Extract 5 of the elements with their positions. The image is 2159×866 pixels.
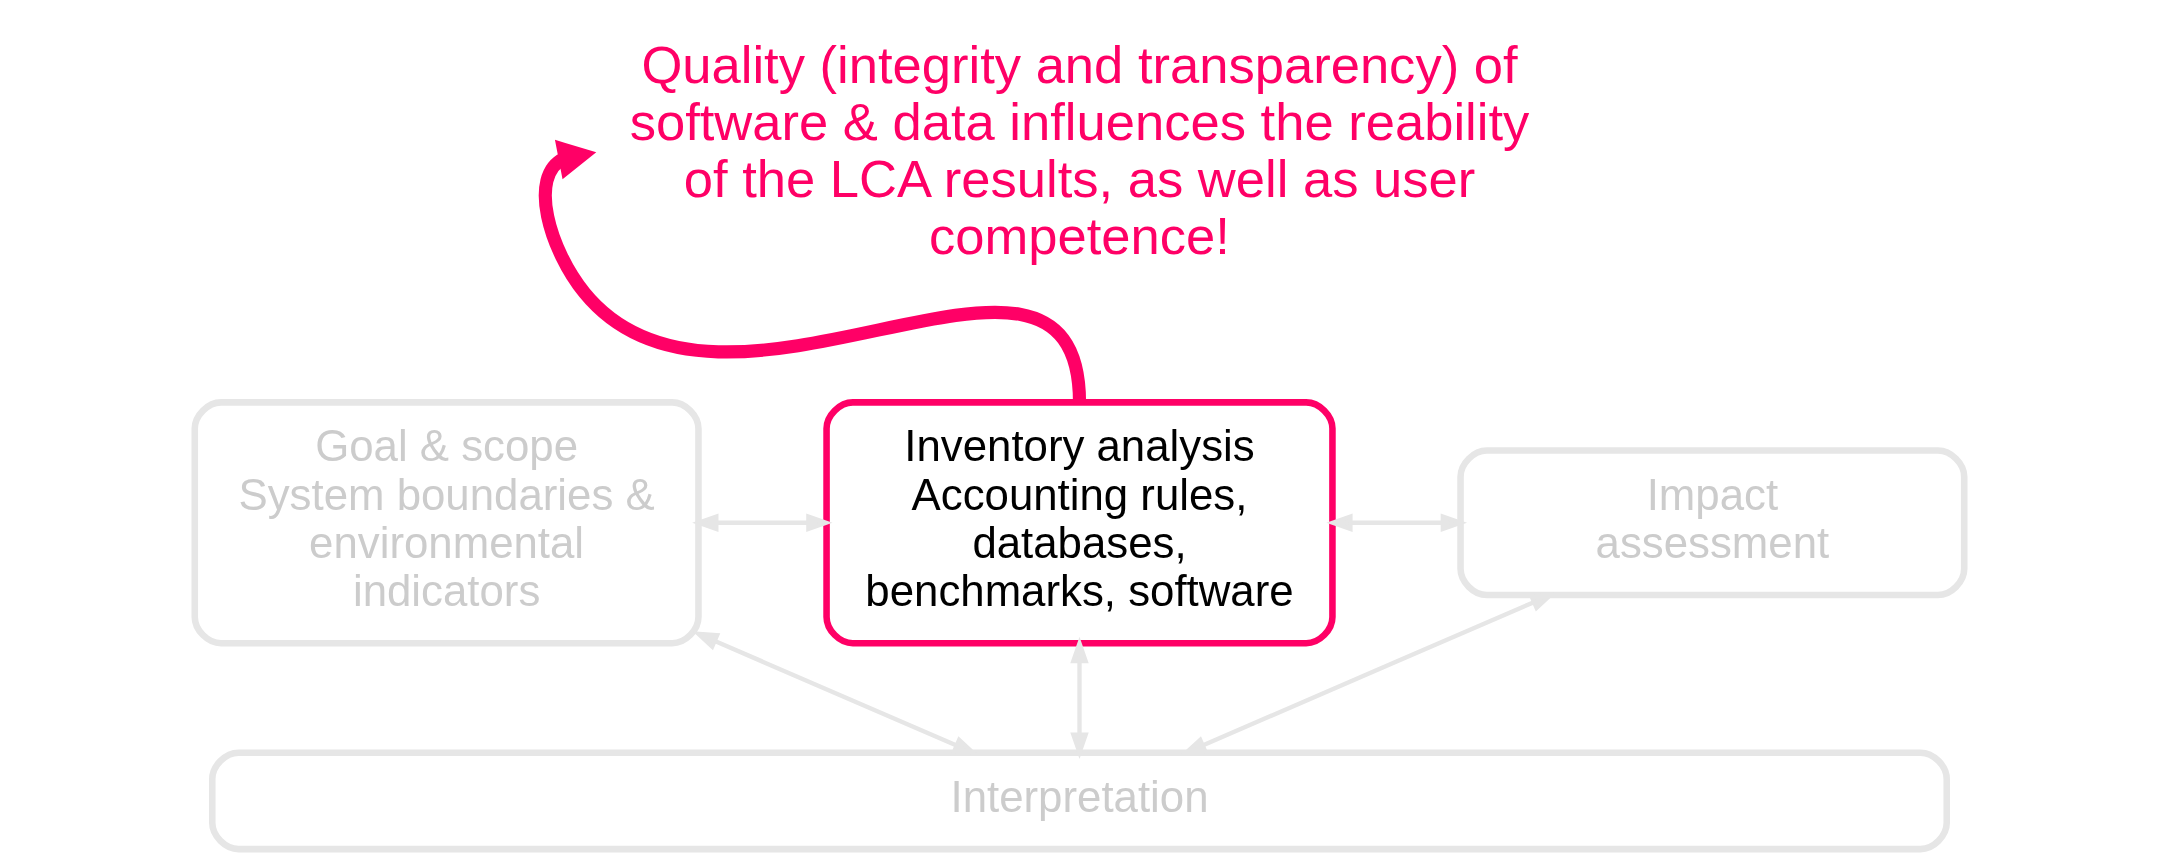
arrow — [1326, 513, 1468, 532]
arrow — [692, 513, 833, 532]
arrow — [1070, 636, 1089, 759]
node-box: Inventory analysis Accounting rules, databases, benchmarks, software — [823, 399, 1336, 647]
node-text: Quality (integrity and transparency) of software & data influences the reability of the LCA results, as well as user competence! — [629, 35, 1530, 265]
